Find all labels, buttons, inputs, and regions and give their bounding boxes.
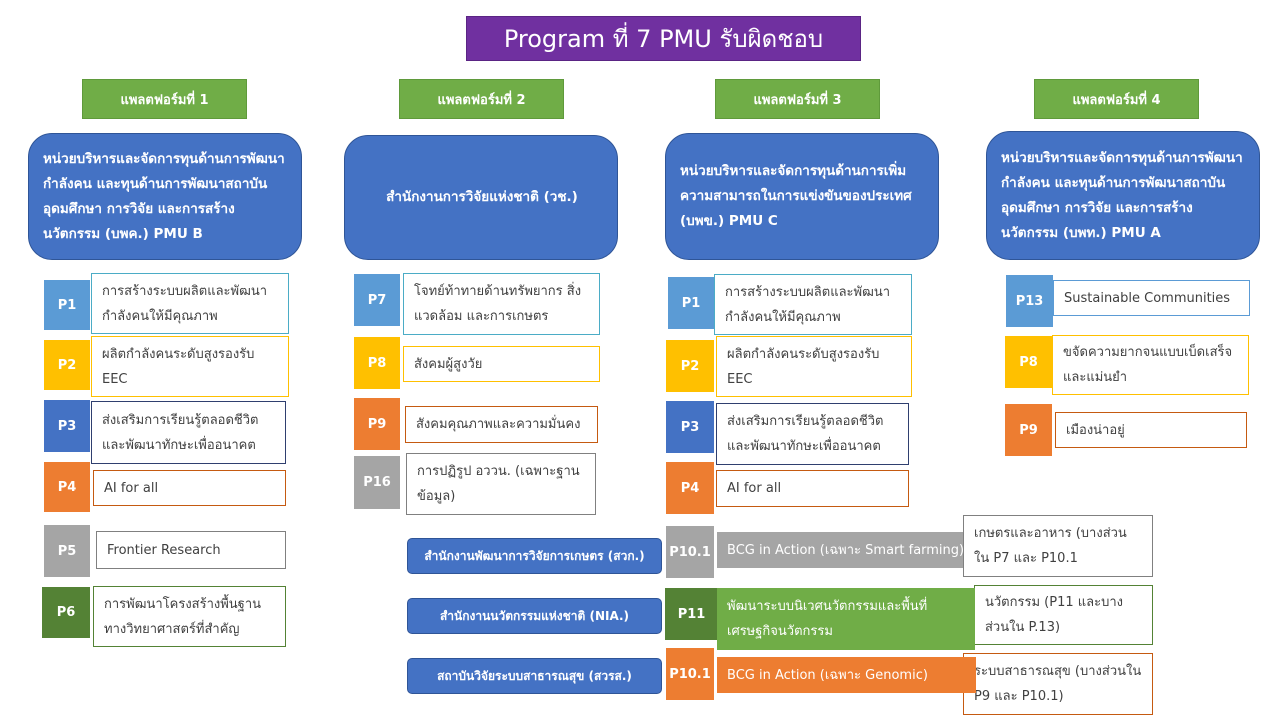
unit-box-pmu-b: หน่วยบริหารและจัดการทุนด้านการพัฒนากำลัง… xyxy=(28,133,302,260)
program-tag: P6 xyxy=(42,587,90,638)
program-desc: BCG in Action (เฉพาะ Smart farming) xyxy=(717,532,975,568)
program-tag: P1 xyxy=(668,277,714,329)
program-desc: การสร้างระบบผลิตและพัฒนากำลังคนให้มีคุณภ… xyxy=(714,274,912,335)
program-tag: P3 xyxy=(666,401,714,453)
program-tag: P7 xyxy=(354,274,400,326)
program-desc: ผลิตกำลังคนระดับสูงรองรับ EEC xyxy=(716,336,912,397)
program-tag: P4 xyxy=(44,462,90,512)
unit-box-nrct: สำนักงานการวิจัยแห่งชาติ (วช.) xyxy=(344,135,618,260)
program-note: นวัตกรรม (P11 และบางส่วนใน P.13) xyxy=(974,585,1153,645)
program-note: เกษตรและอาหาร (บางส่วนใน P7 และ P10.1 xyxy=(963,515,1153,577)
unit-box-pmu-c: หน่วยบริหารและจัดการทุนด้านการเพิ่มความส… xyxy=(665,133,939,260)
program-desc: พัฒนาระบบนิเวศนวัตกรรมและพื้นที่เศรษฐกิจ… xyxy=(717,588,975,650)
platform-3-header: แพลตฟอร์มที่ 3 xyxy=(715,79,880,119)
unit-box-pmu-a: หน่วยบริหารและจัดการทุนด้านการพัฒนากำลัง… xyxy=(986,131,1260,260)
program-tag: P2 xyxy=(44,340,90,390)
program-desc: ขจัดความยากจนแบบเบ็ดเสร็จและแม่นยำ xyxy=(1052,335,1249,395)
program-desc: สังคมคุณภาพและความมั่นคง xyxy=(405,406,598,443)
program-tag: P9 xyxy=(354,398,400,450)
program-desc: สังคมผู้สูงวัย xyxy=(403,346,600,382)
agency-box-nia: สำนักงานนวัตกรรมแห่งชาติ (NIA.) xyxy=(407,598,662,634)
platform-1-header: แพลตฟอร์มที่ 1 xyxy=(82,79,247,119)
program-tag: P11 xyxy=(665,588,718,640)
program-tag: P10.1 xyxy=(666,526,714,578)
program-desc: AI for all xyxy=(93,470,286,506)
program-tag: P10.1 xyxy=(666,648,714,700)
platform-4-header: แพลตฟอร์มที่ 4 xyxy=(1034,79,1199,119)
program-tag: P4 xyxy=(666,462,714,514)
program-tag: P8 xyxy=(354,337,400,389)
program-tag: P13 xyxy=(1006,275,1053,327)
unit-label: หน่วยบริหารและจัดการทุนด้านการเพิ่มความส… xyxy=(680,163,912,229)
program-desc: การปฏิรูป อววน. (เฉพาะฐานข้อมูล) xyxy=(406,453,596,515)
program-desc: Frontier Research xyxy=(96,531,286,569)
unit-label: หน่วยบริหารและจัดการทุนด้านการพัฒนากำลัง… xyxy=(1001,149,1243,241)
unit-label: หน่วยบริหารและจัดการทุนด้านการพัฒนากำลัง… xyxy=(43,150,285,242)
program-desc: การพัฒนาโครงสร้างพื้นฐานทางวิทยาศาสตร์ที… xyxy=(93,586,286,647)
program-desc: Sustainable Communities xyxy=(1053,280,1250,316)
agency-box-hsri: สถาบันวิจัยระบบสาธารณสุข (สวรส.) xyxy=(407,658,662,694)
program-tag: P2 xyxy=(666,340,714,392)
program-tag: P3 xyxy=(44,400,90,452)
program-desc: BCG in Action (เฉพาะ Genomic) xyxy=(717,657,976,693)
program-note: ระบบสาธารณสุข (บางส่วนใน P9 และ P10.1) xyxy=(963,653,1153,715)
program-tag: P1 xyxy=(44,280,90,330)
program-tag: P8 xyxy=(1005,336,1052,388)
program-desc: การสร้างระบบผลิตและพัฒนากำลังคนให้มีคุณภ… xyxy=(91,273,289,334)
program-desc: ส่งเสริมการเรียนรู้ตลอดชีวิต และพัฒนาทัก… xyxy=(91,401,286,464)
unit-label: สำนักงานการวิจัยแห่งชาติ (วช.) xyxy=(386,189,578,205)
program-tag: P5 xyxy=(44,525,90,577)
program-tag: P16 xyxy=(354,456,400,509)
agency-box-arda: สำนักงานพัฒนาการวิจัยการเกษตร (สวก.) xyxy=(407,538,662,574)
page-title: Program ที่ 7 PMU รับผิดชอบ xyxy=(466,16,861,61)
program-tag: P9 xyxy=(1005,404,1052,456)
platform-2-header: แพลตฟอร์มที่ 2 xyxy=(399,79,564,119)
program-desc: โจทย์ท้าทายด้านทรัพยากร สิ่งแวดล้อม และก… xyxy=(403,273,600,335)
program-desc: เมืองน่าอยู่ xyxy=(1055,412,1247,448)
program-desc: AI for all xyxy=(716,470,909,507)
program-desc: ส่งเสริมการเรียนรู้ตลอดชีวิต และพัฒนาทัก… xyxy=(716,403,909,465)
program-desc: ผลิตกำลังคนระดับสูงรองรับ EEC xyxy=(91,336,289,397)
